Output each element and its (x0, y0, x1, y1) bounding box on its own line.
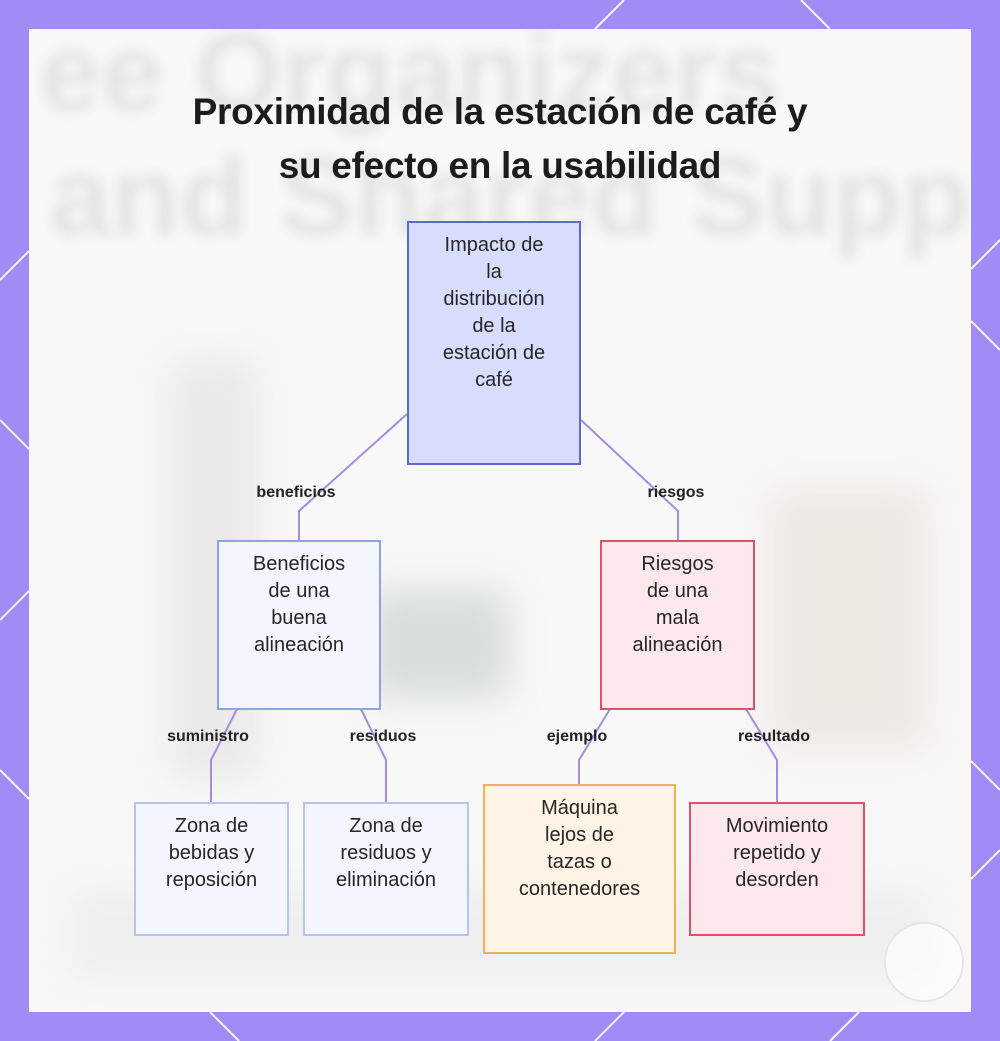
edge-label-suministro: suministro (167, 728, 249, 745)
node-waste: Zona de residuos y eliminación (303, 802, 469, 936)
edge-label-beneficios: beneficios (256, 484, 336, 501)
node-risks-line-1: Riesgos (641, 553, 714, 575)
diagram-title: Proximidad de la estación de café y su e… (0, 85, 1000, 193)
node-root-line-5: estación de (442, 342, 546, 364)
node-root-line-6: café (475, 369, 513, 391)
node-root-line-1: Impacto de (444, 234, 544, 256)
node-drinks-line-1: Zona de (174, 815, 249, 837)
node-risks-line-3: mala (655, 607, 700, 629)
node-root-line-3: distribución (443, 288, 545, 310)
node-benefits: Beneficios de una buena alineación (217, 540, 381, 710)
node-machine-line-4: contenedores (518, 878, 641, 900)
node-benefits-line-2: de una (268, 580, 330, 602)
watermark-badge-icon (884, 922, 964, 1002)
node-movement-line-1: Movimiento (725, 815, 829, 837)
title-line-1: Proximidad de la estación de café y (192, 91, 808, 132)
node-benefits-line-3: buena (271, 607, 327, 629)
node-movement: Movimiento repetido y desorden (689, 802, 865, 936)
background-blur-3 (769, 489, 929, 749)
node-waste-line-3: eliminación (335, 869, 437, 891)
edge-label-resultado: resultado (737, 728, 811, 745)
node-movement-line-3: desorden (735, 869, 819, 891)
title-line-2: su efecto en la usabilidad (278, 145, 722, 186)
node-root-line-2: la (486, 261, 502, 283)
node-drinks: Zona de bebidas y reposición (134, 802, 289, 936)
edge-label-residuos: residuos (349, 728, 417, 745)
background-text-1: ee Organizers (39, 29, 780, 135)
node-risks: Riesgos de una mala alineación (600, 540, 755, 710)
node-waste-line-1: Zona de (349, 815, 423, 837)
node-drinks-line-3: reposición (165, 869, 258, 891)
node-waste-line-2: residuos y (340, 842, 432, 864)
edge-label-riesgos: riesgos (647, 484, 705, 501)
node-movement-line-2: repetido y (733, 842, 821, 864)
node-risks-line-2: de una (646, 580, 709, 602)
node-risks-line-4: alineación (632, 634, 723, 656)
node-machine-line-3: tazas o (547, 851, 612, 873)
background-blur-2 (369, 589, 509, 699)
node-benefits-line-4: alineación (253, 634, 345, 656)
node-machine-line-2: lejos de (545, 824, 614, 846)
node-machine-line-1: Máquina (541, 797, 618, 819)
node-drinks-line-2: bebidas y (168, 842, 255, 864)
node-benefits-line-1: Beneficios (252, 553, 346, 575)
node-machine: Máquina lejos de tazas o contenedores (483, 784, 676, 954)
node-root: Impacto de la distribución de la estació… (407, 221, 581, 465)
edge-label-ejemplo: ejemplo (546, 728, 608, 745)
node-root-line-4: de la (472, 315, 516, 337)
